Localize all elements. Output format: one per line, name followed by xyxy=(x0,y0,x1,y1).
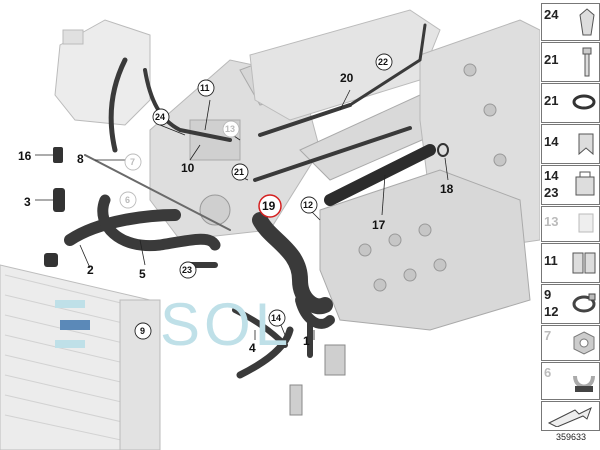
callout-6: 6 xyxy=(125,195,130,205)
expansion-tank xyxy=(54,19,151,126)
legend-number: 14 xyxy=(544,168,559,183)
legend-item-9-12-hose-clamp[interactable]: 9 12 xyxy=(541,284,600,324)
grey-bracket-icon xyxy=(573,375,595,392)
callout-3: 3 xyxy=(24,195,31,209)
parts-legend-sidebar: 24 21 21 14 14 23 13 11 9 12 7 6 xyxy=(541,0,600,450)
callout-19-highlight-ring xyxy=(258,194,282,218)
nut-icon xyxy=(573,331,595,355)
legend-item-13-grey-clip[interactable]: 13 xyxy=(541,206,600,242)
small-parts xyxy=(44,143,449,416)
legend-number: 14 xyxy=(544,134,559,149)
double-clip-icon xyxy=(572,252,596,274)
parts-diagram: SOL 1 2 3 4 5 8 10 16 17 18 20 19 xyxy=(0,9,540,450)
legend-number: 21 xyxy=(544,52,559,67)
callout-14: 14 xyxy=(271,313,281,323)
callout-17: 17 xyxy=(372,218,386,232)
legend-item-24-clip[interactable]: 24 xyxy=(541,3,600,41)
legend-item-6-grey-bracket[interactable]: 6 xyxy=(541,362,600,400)
callout-22: 22 xyxy=(378,57,388,67)
callout-10: 10 xyxy=(181,161,195,175)
callout-4: 4 xyxy=(249,341,256,355)
legend-item-21-o-ring[interactable]: 21 xyxy=(541,83,600,123)
legend-number: 24 xyxy=(544,7,559,22)
callout-11: 11 xyxy=(200,83,210,93)
legend-item-11-double-clip[interactable]: 11 xyxy=(541,243,600,283)
engine-block xyxy=(319,19,540,331)
bracket-clip-icon xyxy=(575,171,595,196)
callout-9: 9 xyxy=(140,326,145,336)
callout-7: 7 xyxy=(130,157,135,167)
arrow-icon xyxy=(547,406,592,427)
legend-item-arrow[interactable] xyxy=(541,401,600,431)
legend-number: 21 xyxy=(544,93,559,108)
legend-number: 6 xyxy=(544,365,552,380)
legend-item-14-clip[interactable]: 14 xyxy=(541,124,600,164)
clip-icon xyxy=(578,133,594,156)
hose-clamp-icon xyxy=(572,293,596,313)
legend-item-21-bolt[interactable]: 21 xyxy=(541,42,600,82)
legend-item-14-23-bracket-clip[interactable]: 14 23 xyxy=(541,165,600,205)
callout-19: 19 xyxy=(262,199,276,213)
legend-number: 7 xyxy=(544,328,552,343)
callout-20: 20 xyxy=(340,71,354,85)
callout-24: 24 xyxy=(155,112,165,122)
clip-icon xyxy=(579,8,595,36)
callout-1: 1 xyxy=(303,334,310,348)
legend-item-7-nut[interactable]: 7 xyxy=(541,325,600,361)
legend-number: 13 xyxy=(544,214,559,229)
legend-number: 23 xyxy=(544,185,559,200)
radiator xyxy=(0,264,161,450)
watermark-text: SOL xyxy=(160,291,292,358)
watermark-logo xyxy=(55,300,90,348)
legend-number: 11 xyxy=(544,253,558,268)
callout-16: 16 xyxy=(18,149,32,163)
legend-number: 9 xyxy=(544,287,552,302)
callout-8: 8 xyxy=(77,152,84,166)
bolt-icon xyxy=(582,47,592,77)
diagram-reference-number: 359633 xyxy=(556,432,587,442)
coolant-hoses xyxy=(64,23,436,379)
callout-5: 5 xyxy=(139,267,146,281)
callout-23: 23 xyxy=(182,265,192,275)
circled-callouts xyxy=(119,53,393,340)
callout-21: 21 xyxy=(234,167,244,177)
o-ring-icon xyxy=(572,94,596,110)
callout-2: 2 xyxy=(87,263,94,277)
callout-13: 13 xyxy=(225,124,235,134)
callout-18: 18 xyxy=(440,182,454,196)
legend-number: 12 xyxy=(544,304,559,319)
grey-clip-icon xyxy=(578,213,594,233)
callout-12: 12 xyxy=(303,200,313,210)
